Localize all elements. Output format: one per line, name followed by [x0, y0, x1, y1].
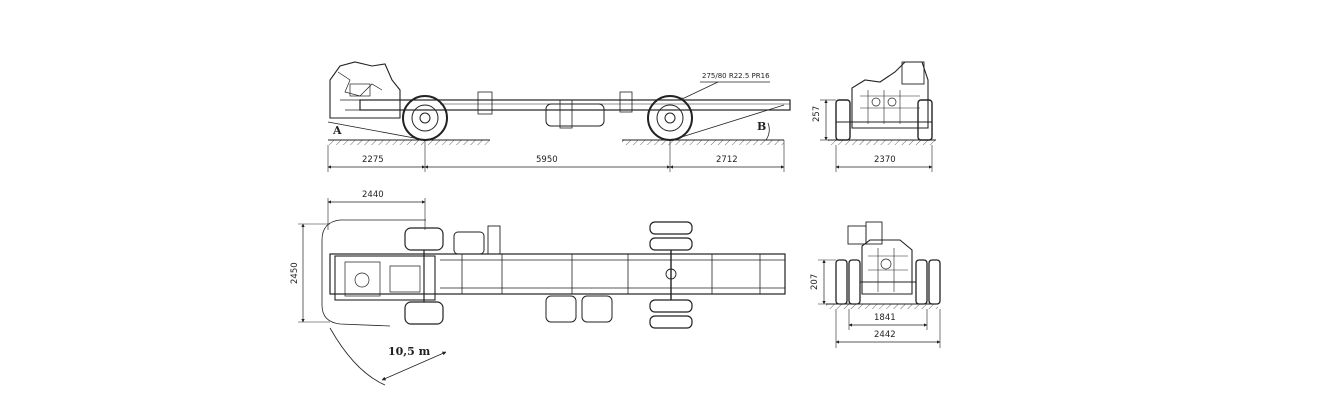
tyre-label: 275/80 R22.5 PR16 — [702, 72, 770, 80]
rear-height-dim: 207 — [810, 274, 820, 290]
rear-view — [818, 221, 941, 348]
top-front-wheel-right — [404, 301, 444, 325]
top-view — [298, 198, 786, 386]
side-engine-cluster — [329, 61, 401, 119]
angle-a-label: A — [332, 124, 342, 137]
rear-engine-block — [861, 239, 913, 295]
rear-right-outer-wheel — [928, 259, 941, 305]
rear-left-outer-wheel — [835, 259, 848, 305]
top-rear-wheel-left-outer — [649, 221, 693, 235]
turning-radius-label: 10,5 m — [388, 345, 431, 358]
rear-outer-width-dim: 2442 — [874, 330, 896, 340]
dim-front-overhang: 2275 — [362, 155, 384, 165]
rear-right-inner-wheel — [915, 259, 928, 305]
top-width-dim: 2450 — [290, 262, 300, 284]
ground-hatch-front — [328, 140, 490, 145]
side-frame-rail — [359, 99, 791, 111]
dim-rear-overhang: 2712 — [716, 155, 738, 165]
top-engine-block — [334, 255, 436, 301]
side-front-wheel — [402, 95, 448, 141]
front-engine-block — [851, 61, 929, 129]
side-view — [327, 61, 791, 172]
front-view — [820, 61, 936, 172]
ground-hatch-rear — [622, 140, 784, 145]
front-left-wheel — [835, 99, 851, 141]
top-rear-wheel-right-outer — [649, 315, 693, 329]
turning-envelope — [321, 219, 426, 327]
top-fuel-tank-right — [581, 295, 613, 323]
front-right-wheel — [917, 99, 933, 141]
top-frame — [329, 253, 786, 295]
top-front-wheel-left — [404, 227, 444, 251]
top-rear-wheel-left-inner — [649, 237, 693, 251]
top-overhang-dim: 2440 — [362, 190, 384, 200]
angle-b-label: B — [757, 120, 766, 133]
top-fuel-tank-left — [545, 295, 577, 323]
rear-inner-width-dim: 1841 — [874, 313, 896, 323]
top-rear-wheel-right-inner — [649, 299, 693, 313]
front-width-dim: 2370 — [874, 155, 896, 165]
rear-left-inner-wheel — [848, 259, 861, 305]
side-rear-wheel — [647, 95, 693, 141]
front-height-dim: 257 — [812, 106, 822, 122]
dim-wheelbase: 5950 — [536, 155, 558, 165]
